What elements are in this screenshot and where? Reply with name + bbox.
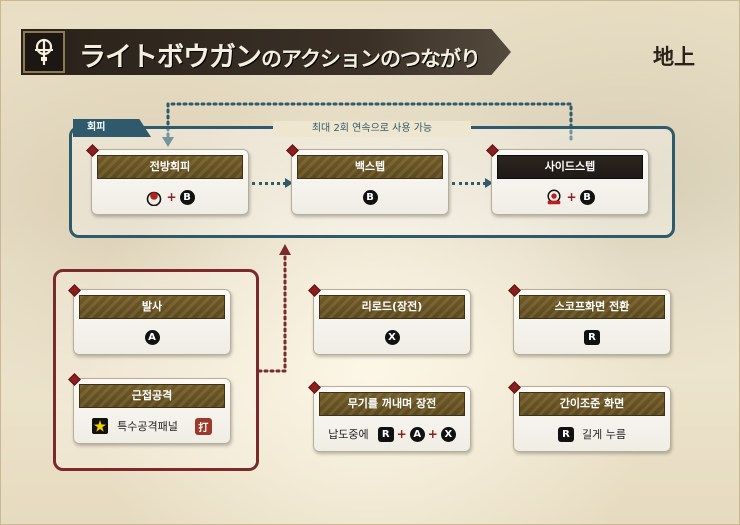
card-command: A — [74, 322, 230, 352]
header-bar — [21, 29, 511, 75]
plus-sign: + — [427, 427, 438, 441]
b-button-icon: B — [179, 189, 195, 205]
a-button-icon: A — [409, 426, 425, 442]
card-simple-aim[interactable]: 간이조준 화면 R 길게 누름 — [508, 381, 671, 452]
x-button-icon: X — [384, 329, 400, 345]
card-scope-switch[interactable]: 스코프화면 전환 R — [508, 284, 671, 355]
card-title: 근접공격 — [79, 384, 225, 408]
b-button-icon: B — [579, 189, 595, 205]
card-sidestep[interactable]: 사이드스텝 + B — [486, 144, 649, 215]
card-melee-attack[interactable]: 근접공격 특수공격패널 打 — [68, 373, 231, 444]
card-forward-evade[interactable]: 전방회피 + B — [86, 144, 249, 215]
card-command: R — [514, 322, 670, 352]
plus-sign: + — [166, 190, 177, 204]
card-title: 무기를 꺼내며 장전 — [319, 392, 465, 416]
card-title: 스코프화면 전환 — [519, 295, 665, 319]
card-sheathe-reload[interactable]: 무기를 꺼내며 장전 납도중에 R + A + X — [308, 381, 471, 452]
r-button-icon: R — [558, 426, 574, 442]
title-main: ライトボウガン — [79, 42, 262, 73]
arrow-backstep-to-sidestep — [452, 178, 493, 188]
left-stick-sideways-icon — [545, 188, 563, 206]
page-title: ライトボウガンのアクションのつながり — [79, 35, 481, 74]
card-command: R 길게 누름 — [514, 419, 670, 449]
plus-sign: + — [566, 190, 577, 204]
plus-sign: + — [396, 427, 407, 441]
x-button-icon: X — [440, 426, 456, 442]
strike-damage-badge: 打 — [194, 417, 212, 435]
card-command: 납도중에 R + A + X — [314, 419, 470, 449]
evade-group-note: 최대 2회 연속으로 사용 가능 — [273, 121, 471, 137]
ground-label: 地上 — [653, 44, 695, 69]
card-title: 백스텝 — [297, 155, 443, 179]
card-backstep[interactable]: 백스텝 B — [286, 144, 449, 215]
card-reload[interactable]: 리로드(장전) X — [308, 284, 471, 355]
card-title: 간이조준 화면 — [519, 392, 665, 416]
card-command: + B — [92, 182, 248, 212]
arrow-forward-to-backstep — [252, 178, 293, 188]
special-panel-label: 특수공격패널 — [117, 420, 178, 433]
card-title: 전방회피 — [97, 155, 243, 179]
r-button-icon: R — [584, 329, 600, 345]
title-sub: のアクションのつながり — [261, 46, 481, 71]
card-fire[interactable]: 발사 A — [68, 284, 231, 355]
card-command: X — [314, 322, 470, 352]
card-title: 사이드스텝 — [497, 155, 643, 179]
header: ライトボウガンのアクションのつながり 地上 — [1, 23, 740, 81]
r-button-icon: R — [377, 426, 394, 442]
evade-group-tab: 회피 — [73, 119, 151, 137]
card-command: + B — [492, 182, 648, 212]
special-panel-icon — [92, 418, 109, 434]
card-command: 특수공격패널 打 — [74, 411, 230, 441]
left-stick-icon — [145, 188, 163, 206]
card-command: B — [292, 182, 448, 212]
card-title: 리로드(장전) — [319, 295, 465, 319]
a-button-icon: A — [144, 329, 160, 345]
light-bowgun-icon — [23, 31, 65, 73]
long-press-label: 길게 누름 — [582, 428, 626, 441]
b-button-icon: B — [362, 189, 378, 205]
sheathed-label: 납도중에 — [328, 428, 369, 441]
card-title: 발사 — [79, 295, 225, 319]
